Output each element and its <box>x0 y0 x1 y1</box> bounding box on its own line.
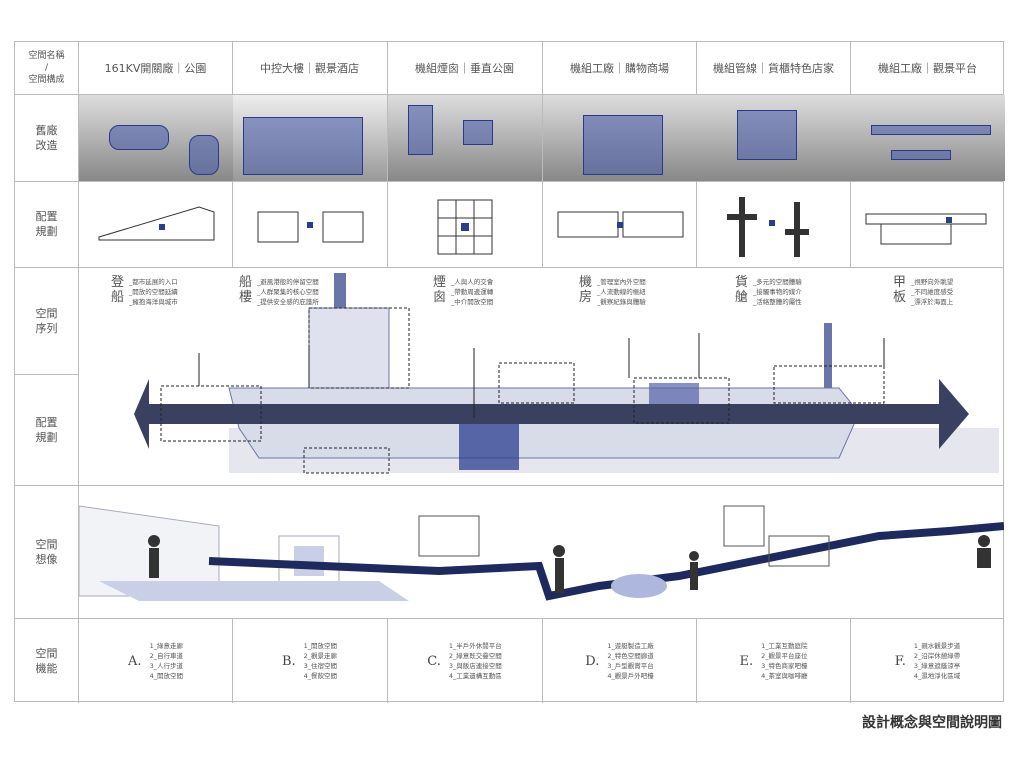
column-header: 機組工廠｜觀景平台 <box>878 62 977 75</box>
function-item: 1_親水觀景步道 <box>913 642 961 650</box>
design-board: 空間名稱/空間構成 舊廠改造 配置規劃 空間序列 配置規劃 空間想像 空間機能 … <box>14 41 1005 703</box>
annotation-boarding: 登船 _都市延展的入口 _開放的空間延續 _擁抱海洋與城市 <box>111 275 178 307</box>
annotation-title: 機房 <box>579 275 593 305</box>
function-item: 3_特色商家吧檯 <box>761 662 808 670</box>
annotation-title: 甲板 <box>893 275 907 305</box>
annotation-item: _觀察紀錄與體驗 <box>597 298 646 306</box>
plan-diagram-a <box>98 206 215 241</box>
annotation-item: _多元的空間體驗 <box>753 278 802 286</box>
function-item: 2_特色空間廊道 <box>607 652 654 660</box>
annotation-item: _不同維度感受 <box>911 288 954 296</box>
row-label-plan: 配置規劃 <box>35 210 58 238</box>
row-label-plan2: 配置規劃 <box>35 415 58 444</box>
function-d: D. 1_遊艇製造工廠 2_特色空間廊道 3_戶型觀賞平台 4_觀景戶外吧檯 <box>542 619 697 703</box>
function-c: C. 1_半戶外休閒平台 2_綠意既交疊空間 3_與飯店連接空間 4_工業遺構互動區 <box>387 619 542 703</box>
function-item: 3_綠意遮蔭涼亭 <box>913 662 961 670</box>
function-item: 1_綠意走廊 <box>149 642 183 650</box>
photo-pipelines <box>697 95 851 181</box>
annotation-title: 貨艙 <box>735 275 749 305</box>
function-item: 2_綠意既交疊空間 <box>448 652 502 660</box>
annotation-item: _擁抱海洋與城市 <box>129 298 178 306</box>
annotation-item: _提供安全感的庇護所 <box>257 298 319 306</box>
row-label-function: 空間機能 <box>35 646 58 675</box>
function-item: 1_遊艇製造工廠 <box>607 642 654 650</box>
function-item: 3_人行步道 <box>149 662 183 670</box>
annotation-item: _接觸事物的媒介 <box>753 288 802 296</box>
label-line: 空間構成 <box>28 75 65 85</box>
annotation-item: _人群聚集的核心空間 <box>257 288 319 296</box>
annotation-item: _中介開放空間 <box>451 298 494 306</box>
header-label: 空間名稱 / 空間構成 <box>15 42 78 94</box>
function-letter: A. <box>128 653 142 669</box>
function-a: A. 1_綠意走廊 2_自行車道 3_人行步道 4_開放空間 <box>78 619 233 703</box>
annotation-title: 船樓 <box>239 275 253 305</box>
function-item: 2_自行車道 <box>149 652 183 660</box>
annotation-deck: 甲板 _視野向外眺望 _不同維度感受 _漂浮於海面上 <box>893 275 953 307</box>
photo-switchyard <box>79 95 233 181</box>
function-letter: B. <box>281 653 296 669</box>
photo-platform <box>851 95 1005 181</box>
annotation-title: 煙囪 <box>433 275 447 305</box>
column-header: 機組工廠｜購物商場 <box>570 62 669 75</box>
function-item: 1_工業互動庭院 <box>761 642 808 650</box>
annotation-chimney: 煙囪 _人與人的交會 _帶動周邊運轉 _中介開放空間 <box>433 275 493 307</box>
column-header: 161KV開關廠｜公園 <box>104 62 207 75</box>
space-imagination-illustration <box>79 505 1004 601</box>
function-letter: C. <box>427 653 441 669</box>
annotation-item: _漂浮於海面上 <box>911 298 954 306</box>
column-header: 機組管線｜貨櫃特色店家 <box>713 62 834 75</box>
plan-diagram-d <box>557 211 684 238</box>
plan-diagram-e <box>727 197 809 257</box>
column-header: 機組煙囪｜垂直公園 <box>415 62 514 75</box>
annotation-item: _人流動線的樞紐 <box>597 288 646 296</box>
function-letter: F. <box>894 653 906 669</box>
board-caption: 設計概念與空間說明圖 <box>862 715 1002 731</box>
function-item: 4_工業遺構互動區 <box>448 672 502 680</box>
function-item: 4_觀景戶外吧檯 <box>607 672 654 680</box>
function-e: E. 1_工業互動庭院 2_觀景平台座位 3_特色商家吧檯 4_茶室與咖啡廳 <box>696 619 851 703</box>
function-item: 2_沿岸休憩綠帶 <box>913 652 961 660</box>
plan-diagram-c <box>437 199 493 255</box>
plan-diagram-f <box>865 213 987 245</box>
photo-control-building <box>233 95 387 181</box>
column-header: 中控大樓｜觀景酒店 <box>260 62 359 75</box>
annotation-bridge: 船樓 _避風港般的停留空間 _人群聚集的核心空間 _提供安全感的庇護所 <box>239 275 319 307</box>
function-item: 4_開放空間 <box>149 672 183 680</box>
label-line: 空間名稱 <box>28 51 65 61</box>
plan-diagram-b <box>257 211 364 243</box>
function-letter: E. <box>739 653 754 669</box>
function-item: 2_觀景平台座位 <box>761 652 808 660</box>
function-item: 3_與飯店連接空間 <box>448 662 502 670</box>
row-label-sequence: 空間序列 <box>35 306 58 335</box>
annotation-item: _開放的空間延續 <box>129 288 178 296</box>
function-letter: D. <box>585 653 600 669</box>
ship-section-diagram <box>134 273 999 474</box>
annotation-item: _都市延展的入口 <box>129 278 178 286</box>
annotation-title: 登船 <box>111 275 125 305</box>
annotation-cargo: 貨艙 _多元的空間體驗 _接觸事物的媒介 _活絡整體的屬性 <box>735 275 802 307</box>
function-item: 3_戶型觀賞平台 <box>607 662 654 670</box>
annotation-item: _帶動周邊運轉 <box>451 288 494 296</box>
function-item: 4_餐飲空間 <box>303 672 338 680</box>
label-line: / <box>44 63 49 73</box>
photo-factory <box>543 95 697 181</box>
function-item: 1_半戶外休閒平台 <box>448 642 502 650</box>
annotation-item: _管理室內外空間 <box>597 278 646 286</box>
annotation-item: _視野向外眺望 <box>911 278 954 286</box>
row-label-imagine: 空間想像 <box>35 537 58 566</box>
function-item: 3_住宿空間 <box>303 662 338 670</box>
function-item: 4_茶室與咖啡廳 <box>761 672 808 680</box>
photo-chimney <box>388 95 542 181</box>
annotation-item: _人與人的交會 <box>451 278 494 286</box>
function-item: 4_濕地淨化區域 <box>913 672 961 680</box>
row-label-old: 舊廠改造 <box>35 123 58 152</box>
function-f: F. 1_親水觀景步道 2_沿岸休憩綠帶 3_綠意遮蔭涼亭 4_濕地淨化區域 <box>850 619 1005 703</box>
annotation-item: _避風港般的停留空間 <box>257 278 319 286</box>
annotation-engine-room: 機房 _管理室內外空間 _人流動線的樞紐 _觀察紀錄與體驗 <box>579 275 646 307</box>
function-item: 1_開放空間 <box>303 642 338 650</box>
function-item: 2_觀景走廊 <box>303 652 338 660</box>
annotation-item: _活絡整體的屬性 <box>753 298 802 306</box>
function-b: B. 1_開放空間 2_觀景走廊 3_住宿空間 4_餐飲空間 <box>232 619 387 703</box>
